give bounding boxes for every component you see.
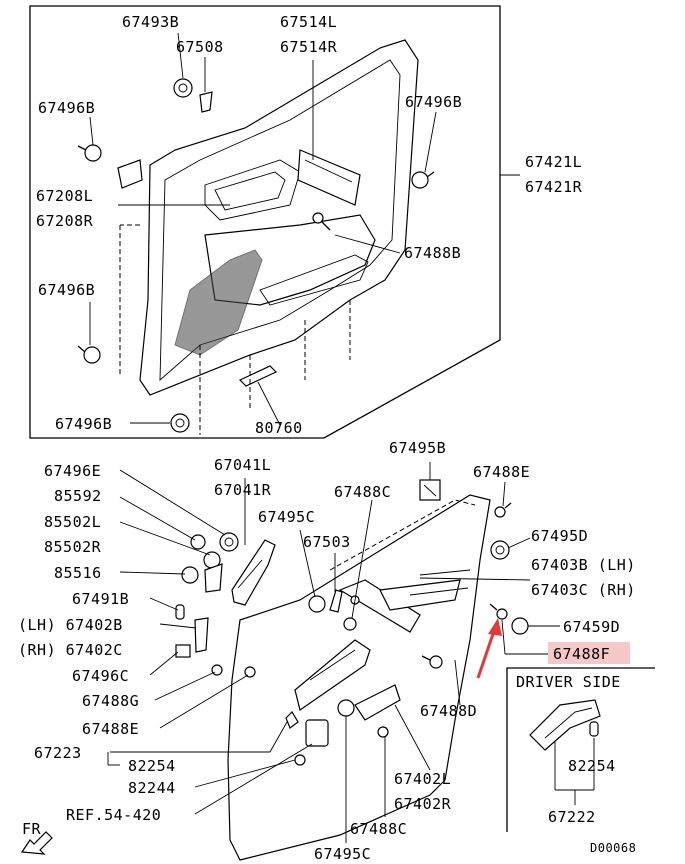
lower-assembly: [107, 462, 560, 861]
part-labels: 67493B 67514L 67514R 67508 67496B 67496B…: [18, 13, 636, 863]
label-67223: 67223: [34, 744, 82, 762]
label-67402B: (LH) 67402B: [18, 616, 123, 634]
label-67403B: 67403B (LH): [531, 556, 636, 574]
label-67459D: 67459D: [563, 618, 620, 636]
label-82254-b: 82254: [568, 757, 616, 775]
label-67496C: 67496C: [72, 667, 129, 685]
label-82254-a: 82254: [128, 757, 176, 775]
screw-67488C-bot-icon: [377, 726, 389, 738]
label-67488C-bot: 67488C: [350, 820, 407, 838]
label-67514R: 67514R: [280, 38, 338, 56]
part-85592-icon: [190, 534, 206, 550]
label-67495C-bot: 67495C: [314, 845, 371, 863]
part-67491B-icon: [175, 604, 185, 620]
label-67208L: 67208L: [36, 187, 93, 205]
label-67488G: 67488G: [82, 692, 139, 710]
part-82254-icon: [285, 711, 299, 729]
label-67493B: 67493B: [122, 13, 179, 31]
part-82244-icon: [294, 719, 329, 766]
label-82244: 82244: [128, 779, 176, 797]
label-67403C: 67403C (RH): [531, 581, 636, 599]
label-67496B-d: 67496B: [55, 415, 112, 433]
clip-67495D-icon: [490, 540, 510, 560]
screw-67488G-icon: [211, 664, 223, 676]
label-80760: 80760: [255, 419, 303, 437]
label-67041L: 67041L: [214, 456, 271, 474]
label-67508: 67508: [176, 38, 224, 56]
label-67488F: 67488F: [553, 645, 610, 663]
label-67488E-top: 67488E: [473, 463, 530, 481]
label-67041R: 67041R: [214, 481, 272, 499]
screw-67488B-icon: [312, 212, 331, 231]
label-67495B: 67495B: [389, 439, 446, 457]
label-67491B: 67491B: [72, 590, 129, 608]
label-67421R: 67421R: [525, 178, 583, 196]
part-67402B-icon: [194, 617, 209, 653]
label-67496B-c: 67496B: [38, 281, 95, 299]
label-67514L: 67514L: [280, 13, 337, 31]
label-67488B: 67488B: [404, 244, 461, 262]
screw-67488E-bot-icon: [244, 666, 256, 678]
cap-67459D-icon: [511, 617, 529, 635]
label-67495C-top: 67495C: [258, 508, 315, 526]
label-67402R: 67402R: [394, 795, 452, 813]
part-67503-icon: [329, 589, 343, 613]
label-67222: 67222: [548, 808, 596, 826]
clip-67495C-bot-icon: [337, 699, 355, 717]
label-67495D: 67495D: [531, 527, 588, 545]
part-80760-icon: [238, 365, 278, 387]
label-67208R: 67208R: [36, 212, 94, 230]
screw-67488D-icon: [421, 655, 443, 669]
label-85502R: 85502R: [44, 538, 102, 556]
clip-67508-icon: [199, 91, 213, 113]
clip-67495C-top-icon: [308, 595, 326, 613]
label-85502L: 85502L: [44, 513, 101, 531]
label-67496E: 67496E: [44, 462, 101, 480]
label-67488E-bot: 67488E: [82, 720, 139, 738]
driver-side-box: [506, 667, 655, 832]
part-67495B-icon: [419, 479, 441, 501]
label-ref: REF.54-420: [66, 806, 161, 824]
screw-67488F-icon: [489, 603, 508, 620]
part-85516-icon: [181, 563, 223, 593]
clip-67493B-icon: [173, 78, 193, 98]
clip-67496B-b-icon: [411, 171, 435, 189]
label-fr: FR: [22, 820, 42, 838]
label-67496B-a: 67496B: [38, 99, 95, 117]
clip-67496B-a-icon: [77, 144, 102, 162]
clip-67496E-icon: [219, 532, 239, 552]
label-85516: 85516: [54, 564, 102, 582]
part-67496C-icon: [175, 644, 191, 658]
label-85592: 85592: [54, 487, 102, 505]
indicator-arrow-icon: [476, 618, 502, 679]
label-67402C: (RH) 67402C: [18, 641, 123, 659]
clip-67496B-c-icon: [77, 345, 101, 364]
label-67488C-top: 67488C: [334, 483, 391, 501]
screw-67488E-top-icon: [494, 502, 512, 518]
upper-assembly: [29, 5, 520, 439]
label-67488D: 67488D: [420, 702, 477, 720]
arrow-down-left-icon: [20, 831, 53, 855]
label-67421L: 67421L: [525, 153, 582, 171]
label-67402L: 67402L: [394, 770, 451, 788]
highlight-67488F: [548, 642, 630, 664]
label-diagram-code: D00068: [590, 841, 636, 855]
label-67503: 67503: [303, 533, 351, 551]
label-67496B-b: 67496B: [405, 93, 462, 111]
clip-67496B-d-icon: [170, 413, 190, 433]
label-driver-side: DRIVER SIDE: [516, 673, 621, 691]
